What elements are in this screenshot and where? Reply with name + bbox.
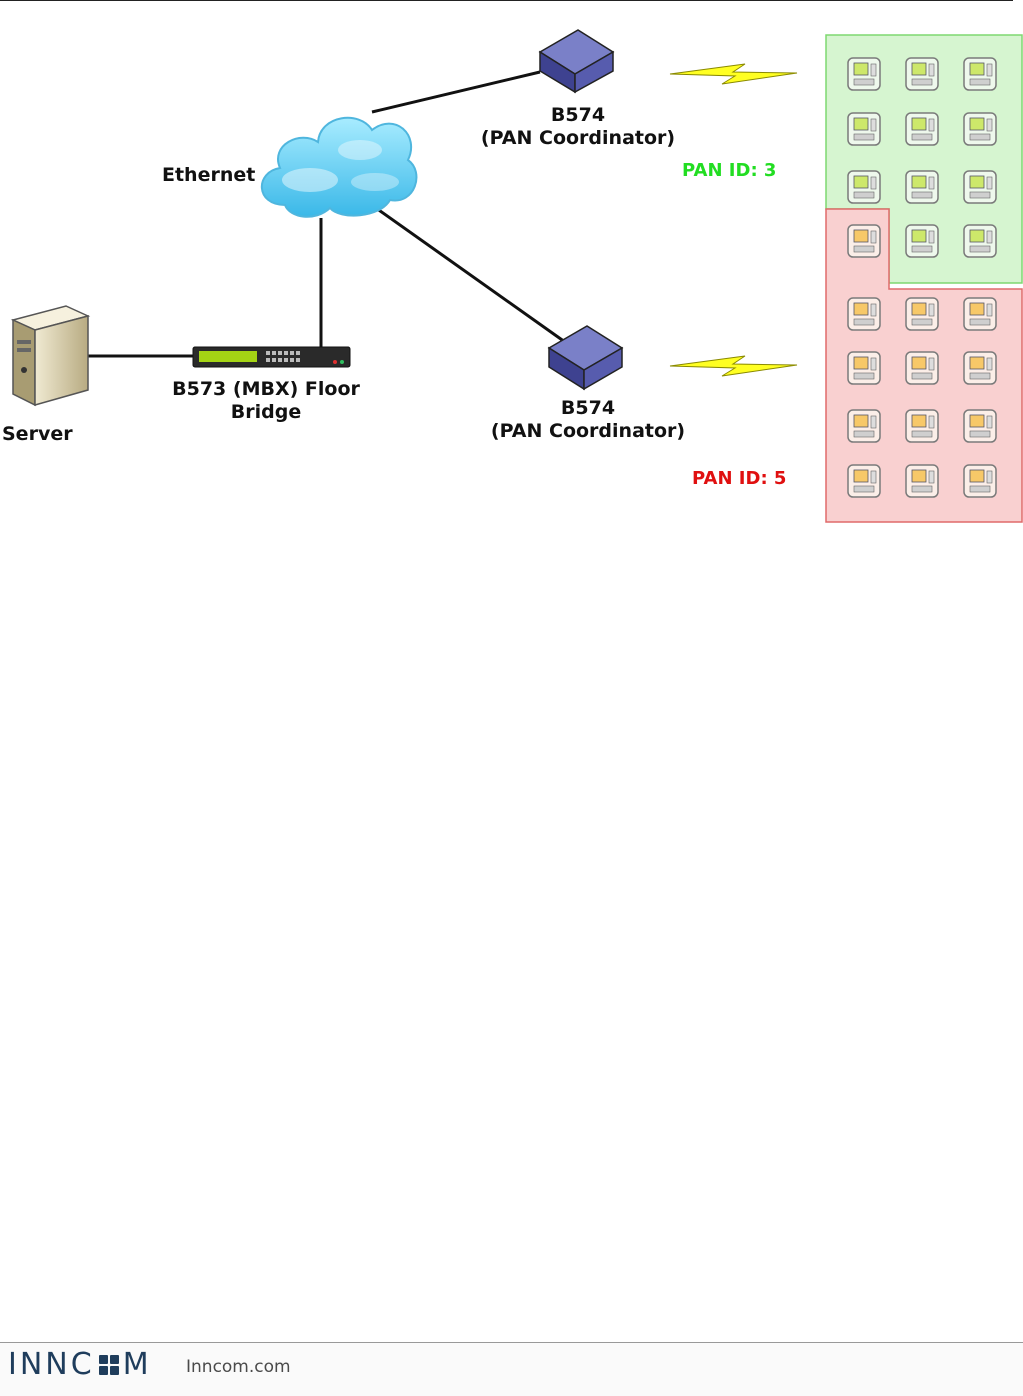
thermostat-icon: [964, 465, 996, 497]
server-tower-icon: [13, 306, 88, 405]
coordinator1-label-line2: (PAN Coordinator): [481, 127, 675, 149]
thermostat-icon: [906, 58, 938, 90]
connections: [87, 72, 565, 356]
footer-website: Inncom.com: [186, 1357, 291, 1377]
server-label: Server: [2, 423, 73, 445]
thermostat-icon: [848, 225, 880, 257]
thermostat-icon: [906, 171, 938, 203]
coordinator2-label-line2: (PAN Coordinator): [491, 420, 685, 442]
inncom-logo: INNC M: [8, 1347, 152, 1382]
coordinator2-label-line1: B574: [561, 397, 615, 419]
logo-text-left: INNC: [8, 1347, 95, 1382]
thermostat-icon: [964, 352, 996, 384]
thermostat-icon: [964, 171, 996, 203]
logo-text-right: M: [123, 1347, 152, 1382]
thermostat-icon: [906, 465, 938, 497]
pan-id-green-label: PAN ID: 3: [682, 160, 776, 181]
pan-id-red-label: PAN ID: 5: [692, 468, 786, 489]
thermostat-icon: [848, 58, 880, 90]
coordinator-box-icon: [540, 30, 613, 92]
link-cloud-coordinator2: [376, 208, 565, 342]
thermostat-icon: [848, 352, 880, 384]
lightning-bolt-icon: [670, 64, 797, 84]
thermostat-icon: [848, 171, 880, 203]
thermostat-icon: [906, 113, 938, 145]
thermostat-icon: [848, 465, 880, 497]
page-footer: INNC M Inncom.com: [0, 1342, 1023, 1396]
coordinator1-label-line1: B574: [551, 104, 605, 126]
ethernet-label: Ethernet: [162, 164, 255, 186]
network-switch-icon: [193, 347, 350, 367]
bridge-label-line2: Bridge: [231, 401, 301, 423]
thermostat-icon: [906, 352, 938, 384]
bridge-label-line1: B573 (MBX) Floor: [172, 378, 360, 400]
thermostat-icon: [964, 58, 996, 90]
thermostat-icon: [906, 410, 938, 442]
lightning-bolt-icon: [670, 356, 797, 376]
cloud-icon: [262, 118, 417, 217]
network-diagram: Ethernet Server B573 (MBX) Floor Bridge …: [0, 0, 1023, 540]
thermostat-icon: [848, 410, 880, 442]
thermostat-icon: [964, 113, 996, 145]
thermostat-icon: [964, 410, 996, 442]
logo-squares-icon: [99, 1355, 119, 1375]
thermostat-icon: [964, 225, 996, 257]
thermostat-icon: [906, 225, 938, 257]
thermostat-icon: [964, 298, 996, 330]
thermostat-icon: [848, 113, 880, 145]
coordinator-box-icon: [549, 326, 622, 389]
thermostat-icon: [848, 298, 880, 330]
link-cloud-coordinator1: [372, 72, 540, 112]
thermostat-icon: [906, 298, 938, 330]
